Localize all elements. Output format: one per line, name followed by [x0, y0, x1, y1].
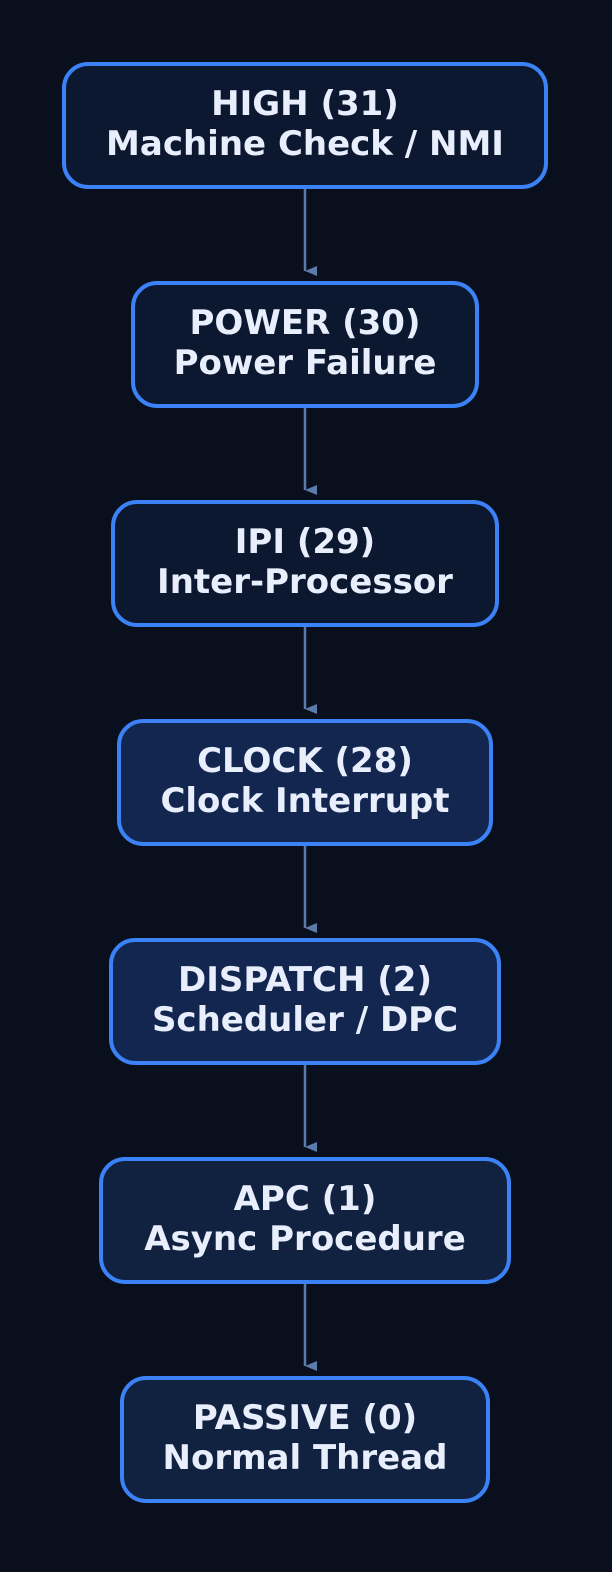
node-desc-dispatch: Scheduler / DPC: [152, 1000, 458, 1040]
node-desc-high: Machine Check / NMI: [106, 124, 504, 164]
node-level-passive: PASSIVE (0): [193, 1398, 417, 1438]
node-level-high: HIGH (31): [211, 84, 399, 124]
node-level-clock: CLOCK (28): [197, 741, 413, 781]
node-level-power: POWER (30): [190, 303, 421, 343]
node-desc-clock: Clock Interrupt: [160, 781, 449, 821]
node-box-clock: [117, 719, 493, 846]
node-box-high: [62, 62, 548, 189]
node-clock: CLOCK (28)Clock Interrupt: [117, 719, 493, 846]
node-desc-power: Power Failure: [174, 343, 437, 383]
node-level-ipi: IPI (29): [235, 522, 375, 562]
node-box-apc: [99, 1157, 511, 1284]
node-level-apc: APC (1): [234, 1179, 377, 1219]
node-desc-ipi: Inter-Processor: [157, 562, 453, 602]
node-high: HIGH (31)Machine Check / NMI: [62, 62, 548, 189]
node-box-passive: [120, 1376, 490, 1503]
node-passive: PASSIVE (0)Normal Thread: [120, 1376, 490, 1503]
node-desc-apc: Async Procedure: [144, 1219, 466, 1259]
node-desc-passive: Normal Thread: [163, 1438, 448, 1478]
node-apc: APC (1)Async Procedure: [99, 1157, 511, 1284]
node-level-dispatch: DISPATCH (2): [178, 960, 432, 1000]
node-power: POWER (30)Power Failure: [131, 281, 479, 408]
node-ipi: IPI (29)Inter-Processor: [111, 500, 499, 627]
node-dispatch: DISPATCH (2)Scheduler / DPC: [109, 938, 501, 1065]
node-box-power: [131, 281, 479, 408]
node-box-ipi: [111, 500, 499, 627]
node-box-dispatch: [109, 938, 501, 1065]
